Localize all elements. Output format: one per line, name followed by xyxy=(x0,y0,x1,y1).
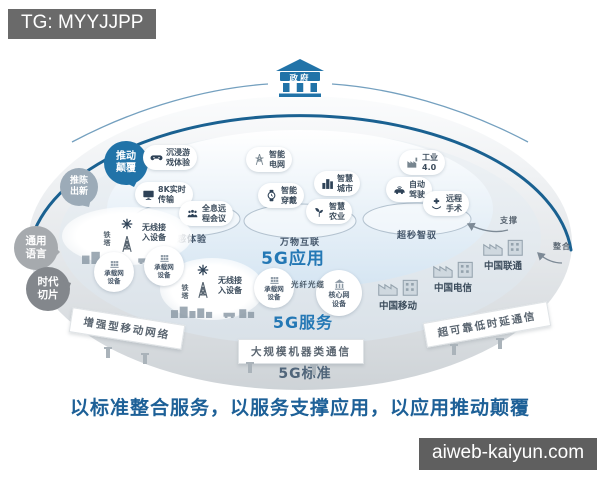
carrier-label: 中国联通 xyxy=(483,261,522,272)
banner-post xyxy=(450,343,458,355)
carrier-building-icon xyxy=(377,276,419,297)
node-label: 承载网 设备 xyxy=(154,263,174,279)
title-5g-standards: 5G标准 xyxy=(278,366,332,382)
carrier-china-unicom: 中国联通 xyxy=(482,236,524,272)
label-internet-of-everything: 万物互联 xyxy=(279,238,321,248)
node-label: 核心网 设备 xyxy=(328,291,350,308)
watch-icon xyxy=(265,189,278,202)
app-industry-4-0: 工业 4.0 xyxy=(399,150,445,176)
government-building-icon: 政府 xyxy=(274,58,326,98)
banner-post xyxy=(141,352,149,364)
banner-post xyxy=(246,361,254,373)
bubble-era-slice: 时代 切片 xyxy=(26,267,70,311)
display-icon xyxy=(142,188,155,201)
flow-integrate-label: 整合 xyxy=(553,242,571,251)
tower-label: 铁塔 xyxy=(181,284,189,300)
app-immersive-gaming: 沉浸游 戏体验 xyxy=(143,145,197,171)
fiber-optic-label: 光纤光缆 xyxy=(291,280,325,289)
car-icon xyxy=(393,183,406,196)
app-smart-city: 智慧 城市 xyxy=(314,171,360,197)
city-silhouette-icon xyxy=(166,304,260,318)
wireless-access-label: 无线接 入设备 xyxy=(142,223,166,242)
app-label: 沉浸游 戏体验 xyxy=(166,148,190,167)
node-core-network: 核心网 设备 xyxy=(316,270,362,316)
app-8k-transmission: 8K实时 传输 xyxy=(135,182,193,208)
banner-mmtc: 大规模机器类通信 xyxy=(238,339,364,364)
app-label: 自动 驾驶 xyxy=(409,180,425,199)
carrier-building-icon xyxy=(432,258,474,279)
node-label: 承载网 设备 xyxy=(104,269,124,285)
node-bearer-network: 承载网 设备 xyxy=(94,252,134,292)
app-smart-agriculture: 智慧 农业 xyxy=(306,199,352,225)
app-label: 智慧 城市 xyxy=(337,174,353,193)
app-holographic-conference: 全息远 程会议 xyxy=(179,201,233,227)
banner-post xyxy=(496,337,504,349)
core-network-icon xyxy=(333,278,346,291)
node-label: 承载网 设备 xyxy=(264,285,284,301)
surgery-icon xyxy=(430,197,443,210)
bottom-right-watermark: aiweb-kaiyun.com xyxy=(419,438,598,470)
app-remote-surgery: 远程 手术 xyxy=(423,191,469,217)
carrier-label: 中国电信 xyxy=(433,283,472,294)
banner-post xyxy=(104,346,112,358)
title-5g-applications: 5G应用 xyxy=(261,249,325,269)
bubble-drive-disruption: 推动 颠覆 xyxy=(104,141,148,185)
carrier-building-icon xyxy=(482,236,524,257)
gamepad-icon xyxy=(150,151,163,164)
app-smart-grid: 智能 电网 xyxy=(246,147,292,173)
slogan: 以标准整合服务，以服务支撑应用，以应用推动颠覆 xyxy=(69,397,530,419)
app-label: 工业 4.0 xyxy=(422,153,438,172)
node-bearer-network: 承载网 设备 xyxy=(144,246,184,286)
app-label: 智能 穿戴 xyxy=(281,186,297,205)
node-bearer-network: 承载网 设备 xyxy=(254,268,294,308)
app-label: 全息远 程会议 xyxy=(202,204,226,223)
signal-tower-icon xyxy=(194,274,212,306)
app-smart-wearable: 智能 穿戴 xyxy=(258,183,304,209)
tower-label: 铁塔 xyxy=(103,231,111,247)
government-building-glyph xyxy=(276,59,324,97)
carrier-china-telecom: 中国电信 xyxy=(432,258,474,294)
app-label: 智能 电网 xyxy=(269,150,285,169)
app-label: 8K实时 传输 xyxy=(158,185,186,204)
banner-post xyxy=(310,363,318,375)
factory-icon xyxy=(406,156,419,169)
bubble-innovation: 推陈 出新 xyxy=(60,168,98,206)
city-icon xyxy=(321,177,334,190)
government-label: 政府 xyxy=(289,74,311,84)
top-left-badge: TG: MYYJJPP xyxy=(8,9,157,39)
app-label: 远程 手术 xyxy=(446,194,462,213)
flow-support-label: 支撑 xyxy=(500,216,518,225)
app-label: 智慧 农业 xyxy=(329,202,345,221)
agriculture-icon xyxy=(313,205,326,218)
wireless-access-label: 无线接 入设备 xyxy=(218,276,242,295)
title-5g-services: 5G服务 xyxy=(272,313,334,332)
bubble-common-language: 通用 语言 xyxy=(14,226,60,270)
carrier-label: 中国移动 xyxy=(378,301,417,312)
carrier-china-mobile: 中国移动 xyxy=(377,276,419,312)
label-ultra-second-control: 超秒智驭 xyxy=(396,231,438,241)
power-grid-icon xyxy=(253,153,266,166)
